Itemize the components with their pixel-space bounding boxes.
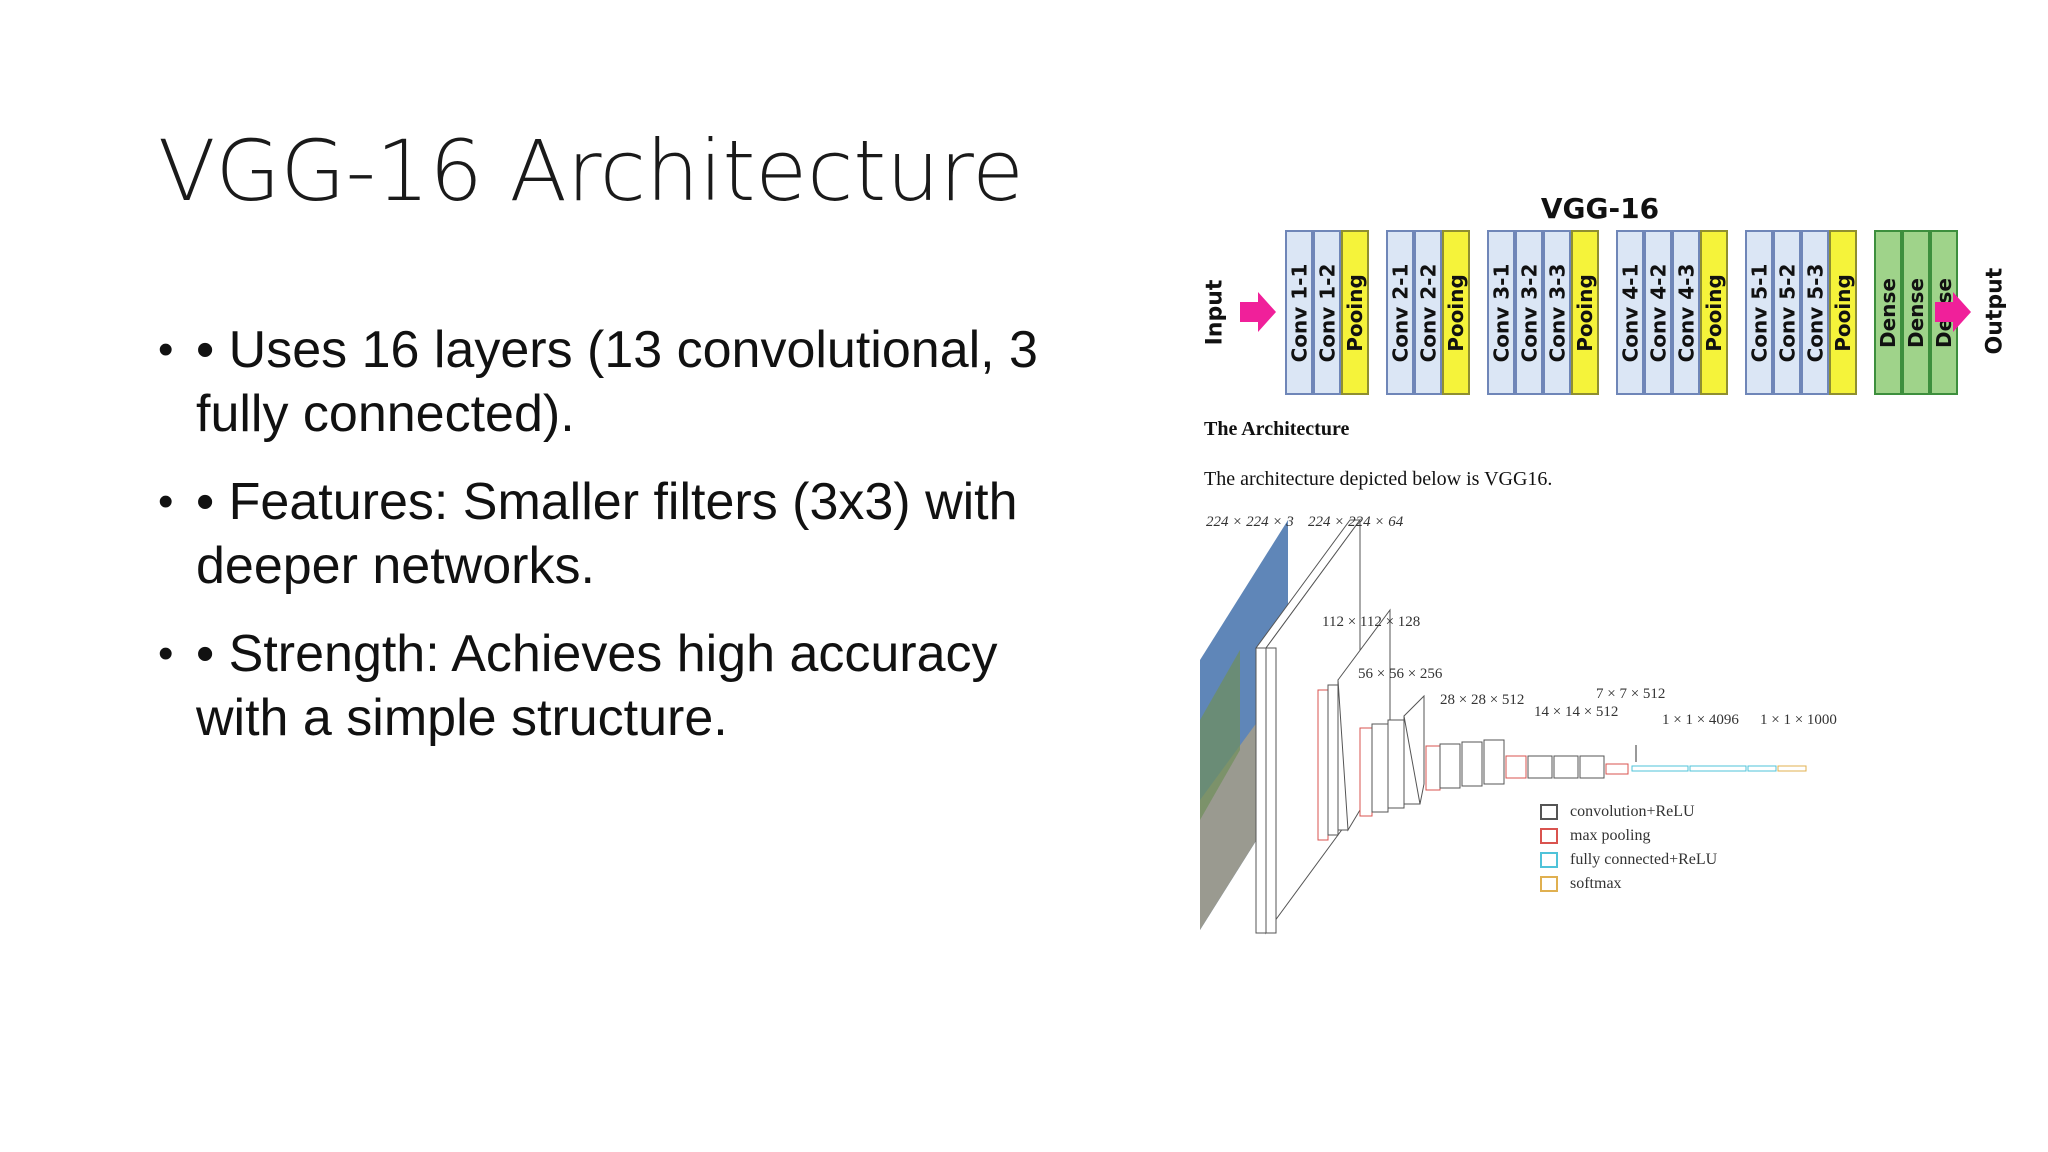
layer-conv-box: Conv 3-2 [1515, 230, 1543, 395]
layer-label: Pooing [1831, 273, 1855, 352]
layer-conv-box: Conv 4-3 [1672, 230, 1700, 395]
legend-label: convolution+ReLU [1570, 803, 1695, 820]
layer-conv-box: Conv 2-1 [1386, 230, 1414, 395]
bullet-text: • Uses 16 layers (13 convolutional, 3 fu… [196, 321, 1038, 443]
pool2-block [1359, 727, 1373, 817]
dim-label: 14 × 14 × 512 [1534, 704, 1619, 720]
legend-item: convolution+ReLU [1540, 800, 1717, 824]
layer-label: Pooing [1573, 273, 1597, 352]
layer-pool-box: Pooing [1442, 230, 1470, 395]
bullet-item: • • Uses 16 layers (13 convolutional, 3 … [158, 318, 1098, 446]
pool1-block [1317, 689, 1329, 841]
layer-pool-box: Pooing [1341, 230, 1369, 395]
bullet-text: • Features: Smaller filters (3x3) with d… [196, 473, 1018, 595]
pool3-block [1425, 745, 1441, 791]
layer-pool-box: Pooing [1829, 230, 1857, 395]
legend-item: softmax [1540, 872, 1717, 896]
layer-label: Conv 2-1 [1388, 263, 1413, 362]
legend-label: softmax [1570, 875, 1622, 892]
layer-conv-box: Conv 4-1 [1616, 230, 1644, 395]
diagram-legend: convolution+ReLU max pooling fully conne… [1540, 800, 1717, 896]
pool-legend-icon [1540, 828, 1558, 844]
layer-pool-box: Pooing [1700, 230, 1728, 395]
legend-label: max pooling [1570, 827, 1651, 844]
layer-label: Conv 3-1 [1489, 263, 1514, 362]
bullet-dot: • [158, 477, 174, 526]
layer-label: Conv 3-3 [1545, 263, 1570, 362]
layer-pool-box: Pooing [1571, 230, 1599, 395]
layer-label: Conv 5-3 [1803, 263, 1828, 362]
softmax-legend-icon [1540, 876, 1558, 892]
layer-label: Pooing [1444, 273, 1468, 352]
bullet-list: • • Uses 16 layers (13 convolutional, 3 … [158, 318, 1098, 774]
dim-label: 1 × 1 × 1000 [1760, 712, 1837, 728]
slide-title: VGG-16 Architecture [158, 122, 1024, 220]
fc-legend-icon [1540, 852, 1558, 868]
layer-conv-box: Conv 1-2 [1313, 230, 1341, 395]
layer-label: Pooing [1702, 273, 1726, 352]
architecture-heading: The Architecture [1204, 418, 1350, 440]
bullet-dot: • [158, 325, 174, 374]
layer-conv-box: Conv 4-2 [1644, 230, 1672, 395]
architecture-caption: The architecture depicted below is VGG16… [1204, 468, 1553, 490]
fc2-block [1689, 765, 1747, 772]
layer-conv-box: Conv 5-1 [1745, 230, 1773, 395]
layer-label: Conv 5-1 [1747, 263, 1772, 362]
input-arrow-icon [1240, 292, 1276, 332]
layer-conv-box: Conv 3-1 [1487, 230, 1515, 395]
layer-conv-box: Conv 3-3 [1543, 230, 1571, 395]
input-label: Input [1202, 279, 1228, 346]
legend-item: fully connected+ReLU [1540, 848, 1717, 872]
layer-conv-box: Conv 2-2 [1414, 230, 1442, 395]
layer-label: Conv 4-1 [1618, 263, 1643, 362]
layer-dense-box: Dense [1902, 230, 1930, 395]
layer-label: Conv 3-2 [1517, 263, 1542, 362]
pool4-block [1505, 755, 1527, 779]
vgg-network-drawing [1200, 518, 1807, 935]
bullet-dot: • [158, 629, 174, 678]
dim-label: 7 × 7 × 512 [1596, 686, 1666, 702]
dim-label: 224 × 224 × 64 [1308, 514, 1404, 530]
layer-conv-box: Conv 5-3 [1801, 230, 1829, 395]
layer-label: Conv 4-3 [1674, 263, 1699, 362]
pool5-block [1605, 763, 1629, 775]
legend-label: fully connected+ReLU [1570, 851, 1718, 868]
bullet-item: • • Features: Smaller filters (3x3) with… [158, 470, 1098, 598]
dim-label: 1 × 1 × 4096 [1662, 712, 1739, 728]
vgg-diagram-title: VGG-16 [1540, 192, 1660, 225]
layer-label: Conv 2-2 [1416, 263, 1441, 362]
legend-item: max pooling [1540, 824, 1717, 848]
output-arrow-icon [1935, 292, 1971, 332]
dim-label: 224 × 224 × 3 [1206, 514, 1294, 530]
dim-label: 112 × 112 × 128 [1322, 614, 1421, 630]
layer-label: Dense [1876, 277, 1900, 348]
fc1-block [1631, 765, 1689, 772]
layer-label: Dense [1904, 277, 1928, 348]
layer-label: Conv 1-2 [1315, 263, 1340, 362]
layer-conv-box: Conv 1-1 [1285, 230, 1313, 395]
bullet-text: • Strength: Achieves high accuracy with … [196, 625, 998, 747]
layer-label: Pooing [1343, 273, 1367, 352]
layer-label: Conv 4-2 [1646, 263, 1671, 362]
layer-dense-box: Dense [1874, 230, 1902, 395]
bullet-item: • • Strength: Achieves high accuracy wit… [158, 622, 1098, 750]
conv-legend-icon [1540, 804, 1558, 820]
layer-label: Conv 5-2 [1775, 263, 1800, 362]
layer-conv-box: Conv 5-2 [1773, 230, 1801, 395]
dim-label: 28 × 28 × 512 [1440, 692, 1525, 708]
dim-label: 56 × 56 × 256 [1358, 666, 1443, 682]
layer-label: Conv 1-1 [1287, 263, 1312, 362]
fc3-block [1747, 765, 1777, 772]
output-label: Output [1982, 267, 2008, 355]
softmax-block [1777, 765, 1807, 772]
